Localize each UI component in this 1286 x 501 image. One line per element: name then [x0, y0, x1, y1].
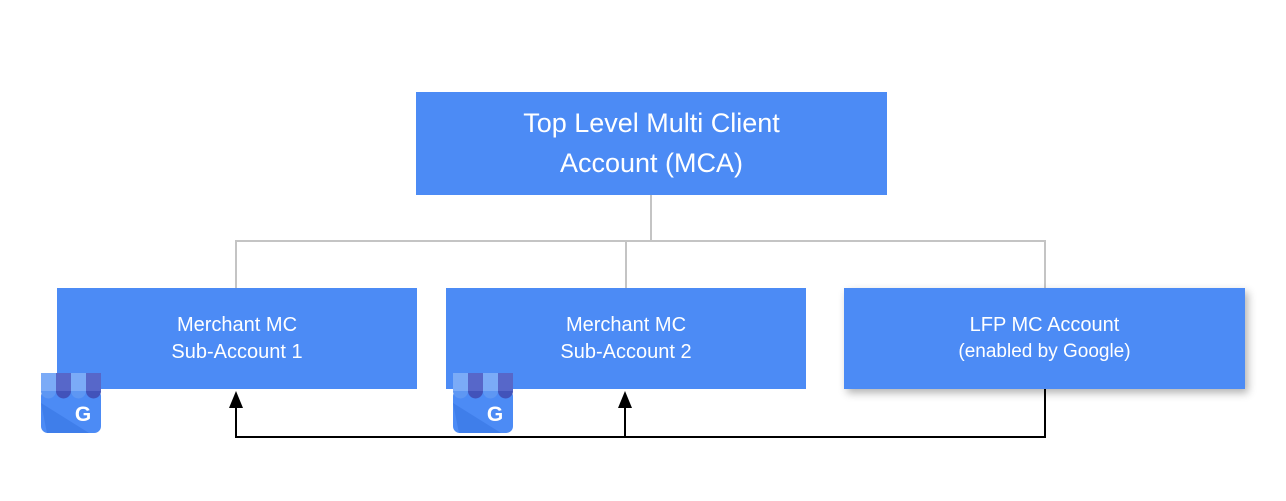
node-merchant-sub-account-2: Merchant MC Sub-Account 2	[446, 288, 806, 389]
icon-letter-g: G	[75, 403, 91, 426]
node-label: Top Level Multi Client	[523, 108, 780, 139]
node-lfp-mc-account: LFP MC Account (enabled by Google)	[844, 288, 1245, 389]
google-business-storefront-icon: G	[41, 373, 101, 433]
node-label: LFP MC Account	[969, 314, 1120, 337]
connector-sub-account-2-down	[625, 240, 627, 288]
connector-mca-down	[650, 195, 652, 241]
node-label: Merchant MC	[176, 313, 298, 336]
arrow-stem-sub-account-1	[235, 406, 237, 438]
google-business-storefront-icon: G	[453, 373, 513, 433]
node-label: Merchant MC	[565, 313, 687, 336]
arrowhead-sub-account-2	[618, 391, 632, 408]
node-merchant-sub-account-1: Merchant MC Sub-Account 1	[57, 288, 417, 389]
node-label: (enabled by Google)	[958, 341, 1131, 363]
node-label: Account (MCA)	[559, 147, 744, 178]
node-label: Sub-Account 2	[560, 340, 692, 363]
connector-sub-account-1-down	[235, 240, 237, 288]
node-top-level-mca: Top Level Multi Client Account (MCA)	[416, 92, 887, 195]
connector-horizontal	[235, 240, 1046, 242]
connector-lfp-down	[1044, 240, 1046, 288]
arrow-stem-sub-account-2	[624, 406, 626, 438]
arrow-line-from-lfp	[1044, 389, 1046, 438]
arrowhead-sub-account-1	[229, 391, 243, 408]
icon-letter-g: G	[487, 403, 503, 426]
node-label: Sub-Account 1	[171, 340, 303, 363]
arrow-line-horizontal	[235, 436, 1046, 438]
